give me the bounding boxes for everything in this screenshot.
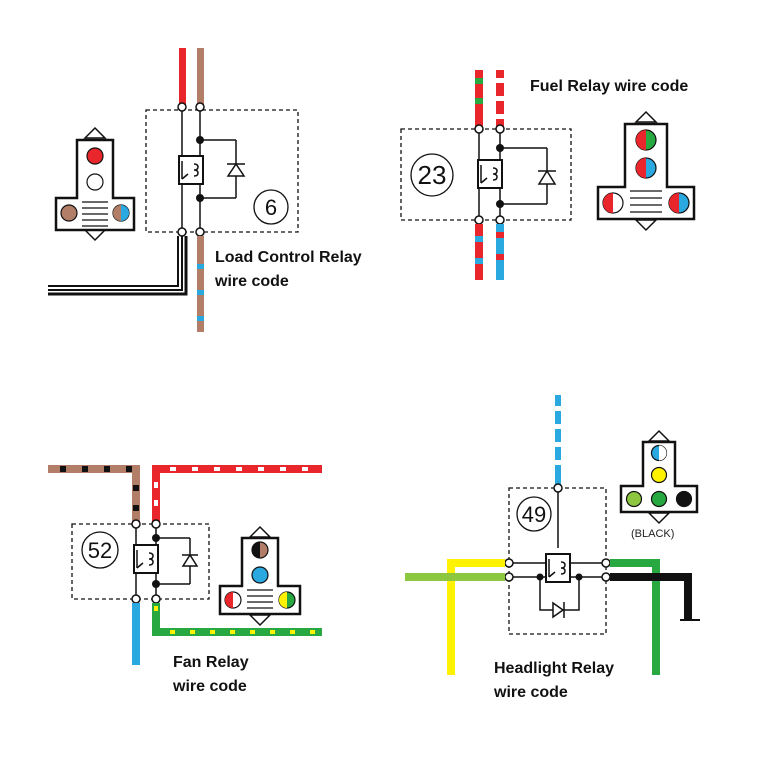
red-blue-wire	[475, 224, 483, 280]
load-control-relay: 6	[48, 48, 299, 332]
diode-icon	[226, 162, 246, 177]
relay-box-outline	[145, 109, 299, 233]
connector-icon	[596, 110, 696, 232]
fan-relay: 52	[48, 465, 322, 665]
relay-number: 52	[88, 538, 112, 563]
relay-number: 6	[265, 195, 277, 220]
black-wire	[610, 573, 692, 620]
fan-relay-label: Fan Relay wire code	[173, 651, 249, 699]
relay-number: 49	[522, 502, 546, 527]
red-wire	[179, 48, 186, 106]
red-white-wire	[152, 465, 322, 522]
relay-number-circle	[81, 531, 119, 569]
relay-number-circle	[253, 189, 289, 225]
blue-white-wire	[555, 395, 561, 485]
blue-wire	[132, 603, 140, 665]
black-wire	[48, 236, 188, 296]
green-yellow-wire	[152, 603, 322, 636]
relay-coil-icon	[133, 544, 159, 574]
relay-box-outline	[400, 128, 572, 221]
headlight-relay-label-line2: wire code	[494, 684, 568, 701]
brown-black-wire	[48, 465, 140, 522]
blue-red-wire	[496, 224, 504, 280]
load-relay-label: Load Control Relay wire code	[215, 246, 362, 294]
load-relay-label-line2: wire code	[215, 273, 289, 290]
brown-wire	[197, 48, 204, 106]
yellow-wire	[447, 559, 505, 675]
headlight-relay-label: Headlight Relay wire code	[494, 657, 614, 705]
relay-coil-icon	[477, 159, 503, 189]
load-relay-label-line1: Load Control Relay	[215, 249, 362, 266]
connector-icon	[54, 126, 136, 242]
relay-coil-icon	[178, 155, 204, 185]
green-wire	[610, 559, 660, 675]
fan-relay-label-line2: wire code	[173, 678, 247, 695]
headlight-relay: 49	[405, 395, 700, 675]
connector-icon	[619, 429, 699, 525]
headlight-relay-label-line1: Headlight Relay	[494, 660, 615, 677]
diode-icon	[537, 169, 557, 185]
brown-blue-wire	[197, 236, 204, 332]
relay-number: 23	[418, 160, 447, 190]
diode-icon	[181, 553, 199, 567]
relay-number-circle	[516, 496, 552, 532]
fan-relay-label-line1: Fan Relay	[173, 654, 249, 671]
relay-coil-icon	[545, 553, 571, 583]
connector-color-note: (BLACK)	[631, 528, 675, 540]
fuel-relay: 23	[400, 70, 696, 280]
connector-icon	[218, 525, 302, 627]
diode-icon	[552, 601, 565, 619]
fuel-relay-label: Fuel Relay wire code	[530, 78, 689, 95]
relay-number-circle	[410, 153, 454, 197]
